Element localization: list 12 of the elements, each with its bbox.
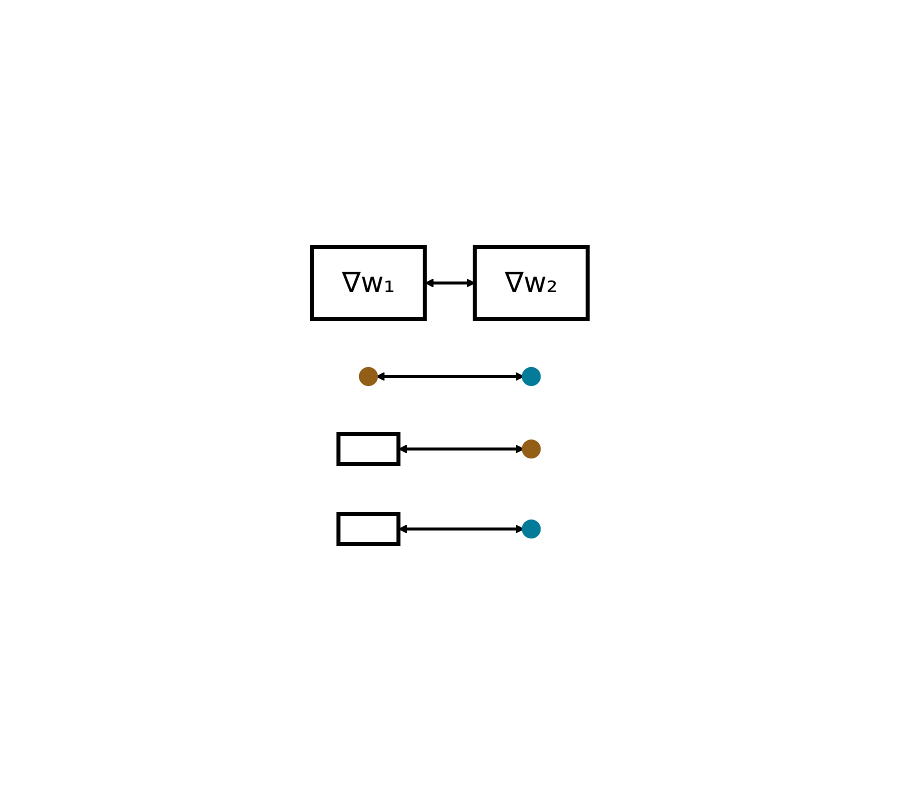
arrow <box>398 524 524 533</box>
node-bar <box>336 512 401 546</box>
node-circle <box>522 366 541 386</box>
arrow <box>425 278 476 287</box>
arrow <box>398 444 524 453</box>
node-bar <box>336 432 401 466</box>
node-circle <box>359 366 378 386</box>
arrow <box>376 372 524 380</box>
node-box: ∇w₁ <box>310 244 427 320</box>
node-circle <box>522 439 541 458</box>
node-box: ∇w₂ <box>473 244 590 320</box>
node-circle <box>522 519 541 538</box>
